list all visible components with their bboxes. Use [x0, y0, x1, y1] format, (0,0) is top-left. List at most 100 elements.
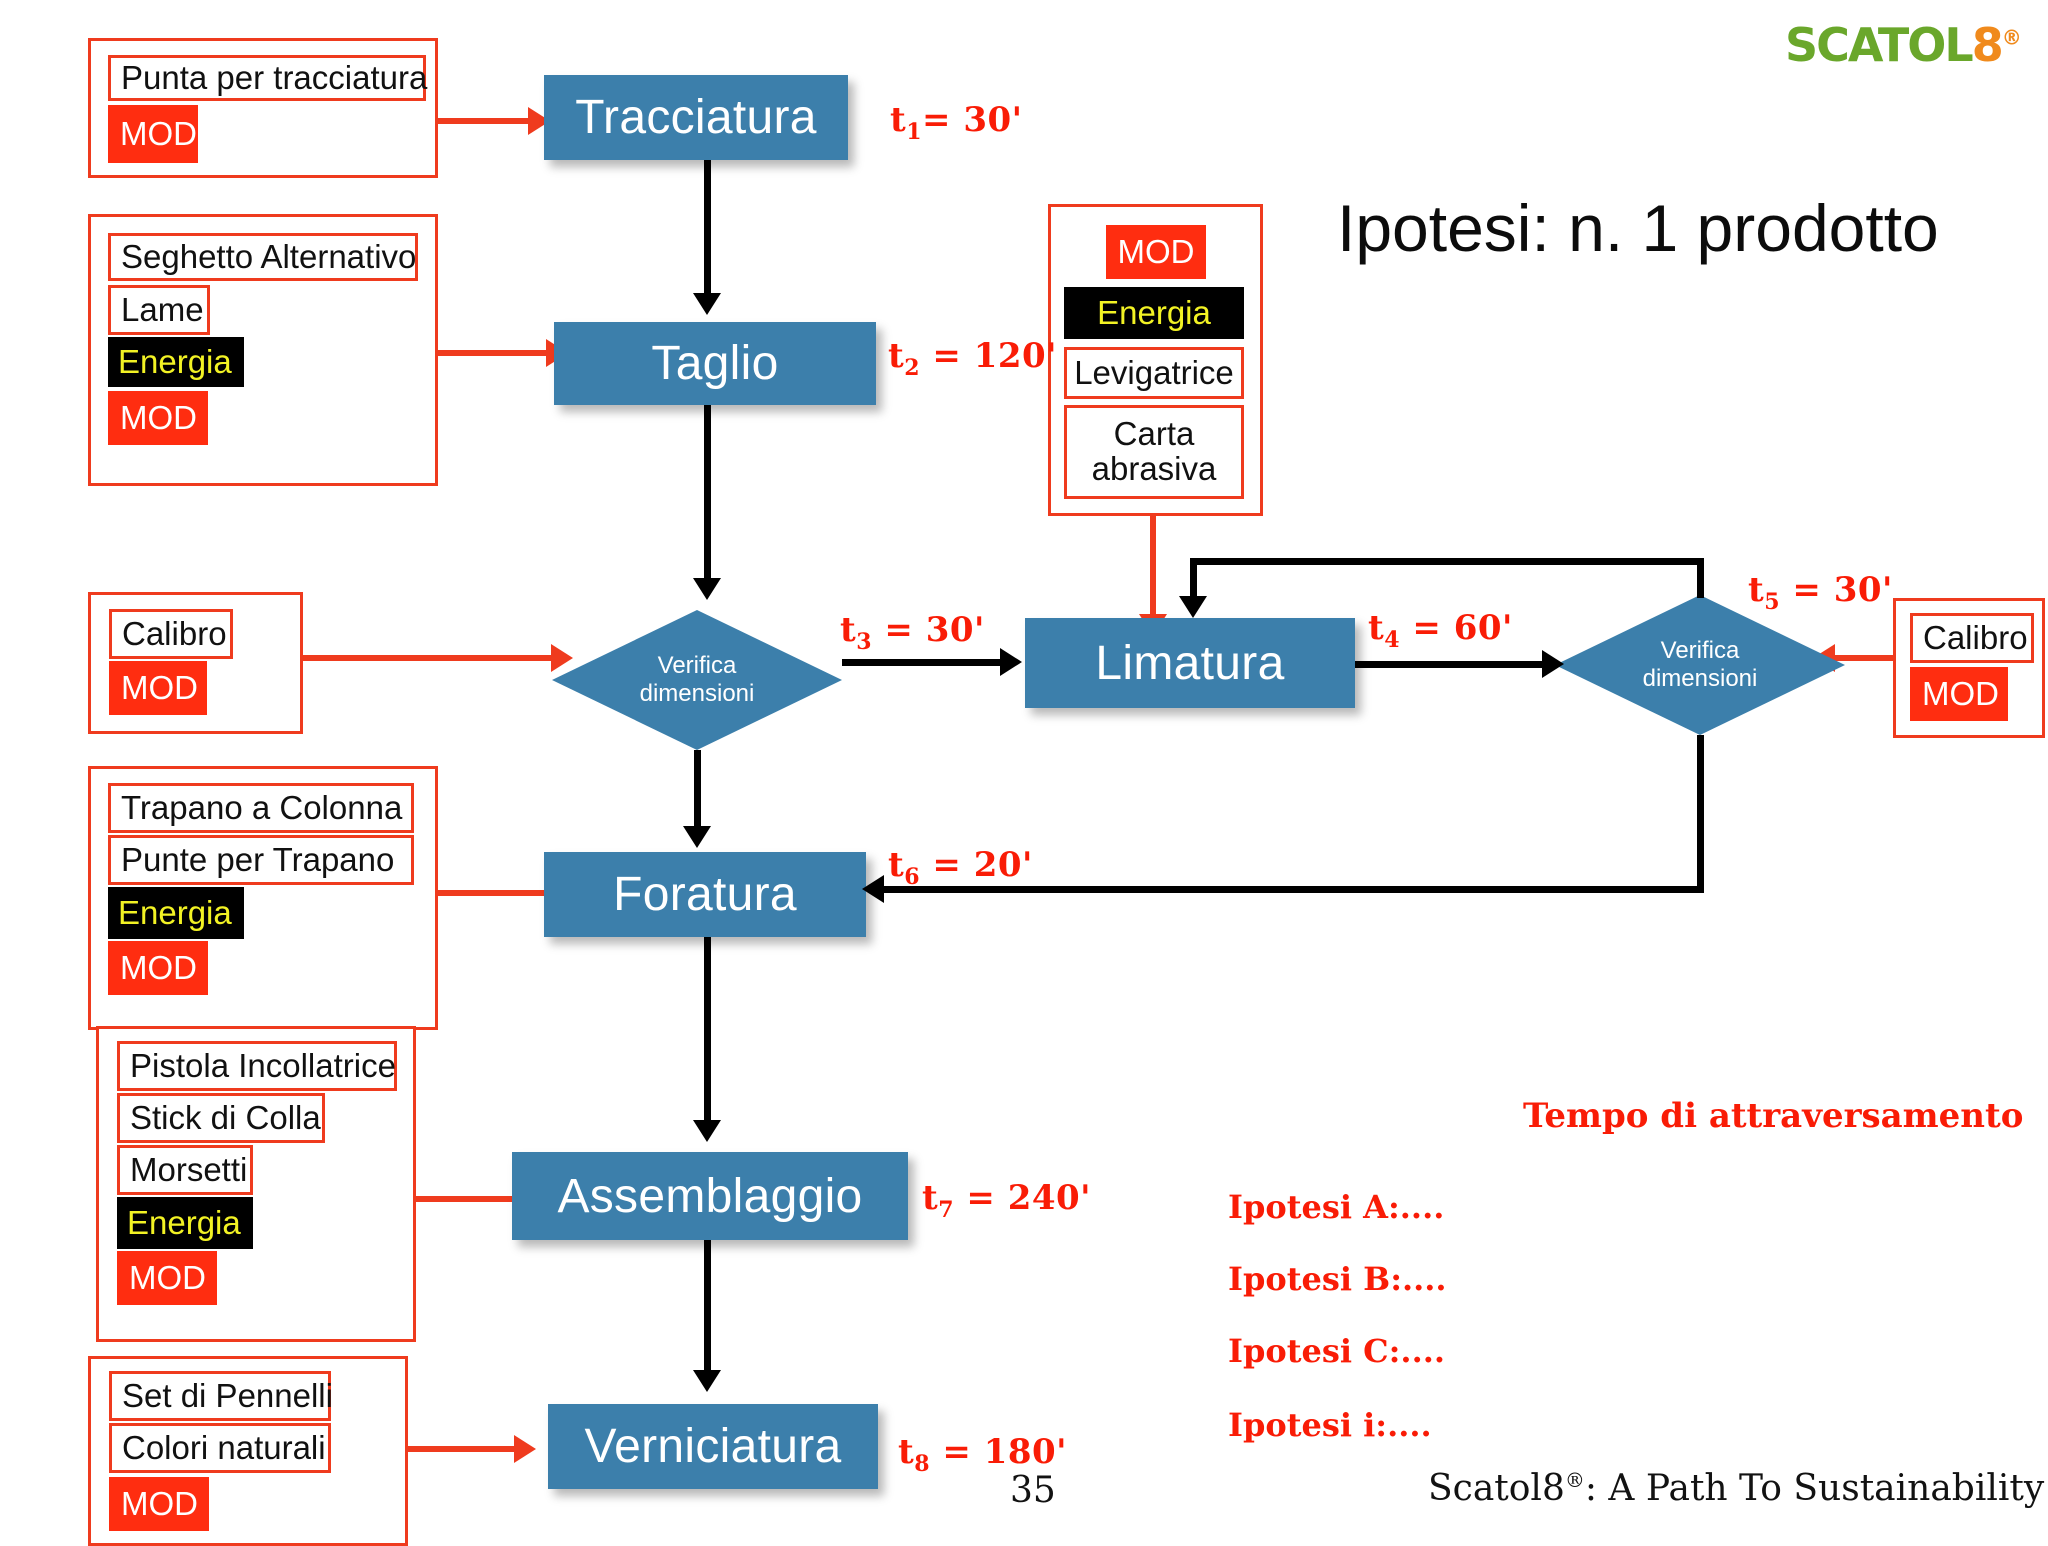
time-base: t: [898, 1432, 915, 1472]
res-group-limatura: MOD Energia Levigatrice Carta abrasiva: [1048, 204, 1263, 516]
time-label-t4: t4 = 60': [1368, 608, 1513, 653]
resource-item: Colori naturali: [109, 1423, 331, 1473]
decision-label-line1: Verifica: [1660, 636, 1740, 664]
time-sub: 8: [914, 1450, 931, 1477]
res-group-verifica2: Calibro MOD: [1893, 598, 2045, 738]
time-value: = 240': [966, 1178, 1092, 1218]
time-base: t: [840, 610, 857, 650]
arrowhead-icon: [1179, 596, 1207, 618]
registered-trademark-icon: ®: [1564, 1468, 1585, 1492]
connector-verifica2-loop-up: [1697, 558, 1704, 598]
process-block-tracciatura[interactable]: Tracciatura: [544, 75, 848, 160]
time-value: = 60': [1412, 608, 1513, 648]
time-base: t: [1748, 570, 1765, 610]
resource-mod-badge: MOD: [117, 1251, 217, 1305]
time-label-t1: t1= 30': [890, 100, 1023, 145]
registered-trademark-icon: ®: [2001, 25, 2022, 50]
arrow-res-to-taglio: [438, 350, 548, 356]
arrowhead-icon: [683, 826, 711, 848]
time-base: t: [888, 336, 905, 376]
time-value: = 30': [922, 100, 1023, 140]
resource-item: Lame: [108, 285, 210, 335]
process-block-limatura[interactable]: Limatura: [1025, 618, 1355, 708]
time-base: t: [888, 845, 905, 885]
logo-orange-digit: 8: [1971, 18, 2004, 72]
arrow-res-to-tracciatura: [438, 118, 530, 124]
decision-label-line2: dimensioni: [1642, 665, 1758, 692]
resource-mod-badge: MOD: [1910, 667, 2008, 721]
time-sub: 2: [904, 354, 921, 381]
process-block-taglio[interactable]: Taglio: [554, 322, 876, 405]
process-block-verniciatura[interactable]: Verniciatura: [548, 1404, 878, 1489]
connector-foratura-assemblaggio: [704, 937, 711, 1122]
tempo-entry-i: Ipotesi i:....: [1228, 1406, 1432, 1444]
res-group-verifica1: Calibro MOD: [88, 592, 303, 734]
decision-label-line1: Verifica: [657, 651, 737, 679]
time-value: = 180': [942, 1432, 1068, 1472]
resource-energy-badge: Energia: [1064, 287, 1244, 339]
resource-mod-badge: MOD: [109, 1477, 209, 1531]
resource-item: Calibro: [109, 609, 233, 659]
arrowhead-icon: [1542, 650, 1564, 678]
time-sub: 3: [856, 628, 873, 655]
decision-verifica-dimensioni-2[interactable]: Verifica dimensioni: [1555, 595, 1845, 735]
arrowhead-icon: [1000, 648, 1022, 676]
connector-verifica2-loop-horizontal: [1190, 558, 1704, 565]
resource-mod-badge: MOD: [108, 105, 198, 163]
time-sub: 1: [906, 118, 923, 145]
res-group-assemblaggio: Pistola Incollatrice Stick di Colla Mors…: [96, 1026, 416, 1342]
res-group-tracciatura: Punta per tracciatura MOD: [88, 38, 438, 178]
resource-mod-badge: MOD: [108, 941, 208, 995]
resource-item: Stick di Colla: [117, 1093, 325, 1143]
resource-energy-badge: Energia: [108, 337, 244, 387]
decision-label-line2: dimensioni: [639, 680, 755, 707]
footer-tagline: : A Path To Sustainability: [1584, 1468, 2045, 1509]
decision-verifica-dimensioni-1[interactable]: Verifica dimensioni: [552, 610, 842, 750]
tempo-entry-c: Ipotesi C:....: [1228, 1332, 1445, 1370]
resource-mod-badge: MOD: [108, 391, 208, 445]
arrow-res-to-foratura: [438, 890, 548, 896]
time-value: = 120': [932, 336, 1058, 376]
process-block-foratura[interactable]: Foratura: [544, 852, 866, 937]
scatol8-logo: SCATOL8®: [1785, 18, 2022, 72]
resource-item: Pistola Incollatrice: [117, 1041, 397, 1091]
page-number: 35: [1010, 1470, 1056, 1511]
time-base: t: [890, 100, 907, 140]
resource-item: Trapano a Colonna: [108, 783, 414, 833]
arrow-res-to-verifica2: [1835, 655, 1895, 661]
time-sub: 7: [938, 1196, 955, 1223]
connector-verifica1-foratura: [694, 750, 701, 828]
arrowhead-icon: [862, 875, 884, 903]
time-base: t: [922, 1178, 939, 1218]
time-label-t8: t8 = 180': [898, 1432, 1067, 1477]
tempo-heading: Tempo di attraversamento: [1523, 1096, 2024, 1136]
connector-verifica1-limatura: [842, 659, 1002, 666]
resource-energy-badge: Energia: [108, 887, 244, 939]
connector-tracciatura-taglio: [704, 160, 711, 295]
tempo-entry-a: Ipotesi A:....: [1228, 1188, 1445, 1226]
arrowhead-icon: [514, 1435, 536, 1463]
connector-assemblaggio-verniciatura: [704, 1240, 711, 1372]
resource-item: Calibro: [1910, 613, 2034, 663]
resource-item: Levigatrice: [1064, 347, 1244, 399]
res-group-verniciatura: Set di Pennelli Colori naturali MOD: [88, 1356, 408, 1546]
time-label-t6: t6 = 20': [888, 845, 1033, 890]
decision-label: Verifica dimensioni: [1555, 595, 1845, 735]
resource-item: Carta abrasiva: [1064, 405, 1244, 499]
time-value: = 30': [1792, 570, 1893, 610]
resource-energy-badge: Energia: [117, 1197, 253, 1249]
connector-verifica2-foratura-horizontal: [884, 886, 1704, 893]
resource-item: Punta per tracciatura: [108, 55, 427, 101]
connector-limatura-verifica2: [1355, 661, 1555, 668]
time-sub: 5: [1764, 588, 1781, 615]
arrowhead-icon: [551, 644, 573, 672]
time-sub: 4: [1384, 626, 1401, 653]
process-block-assemblaggio[interactable]: Assemblaggio: [512, 1152, 908, 1240]
time-label-t7: t7 = 240': [922, 1178, 1091, 1223]
arrowhead-icon: [693, 578, 721, 600]
resource-item: Punte per Trapano: [108, 835, 414, 885]
resource-mod-badge: MOD: [1106, 225, 1206, 279]
logo-green-text: SCATOL: [1785, 18, 1974, 72]
connector-verifica2-foratura-vertical: [1697, 735, 1704, 893]
res-group-taglio: Seghetto Alternativo Lame Energia MOD: [88, 214, 438, 486]
